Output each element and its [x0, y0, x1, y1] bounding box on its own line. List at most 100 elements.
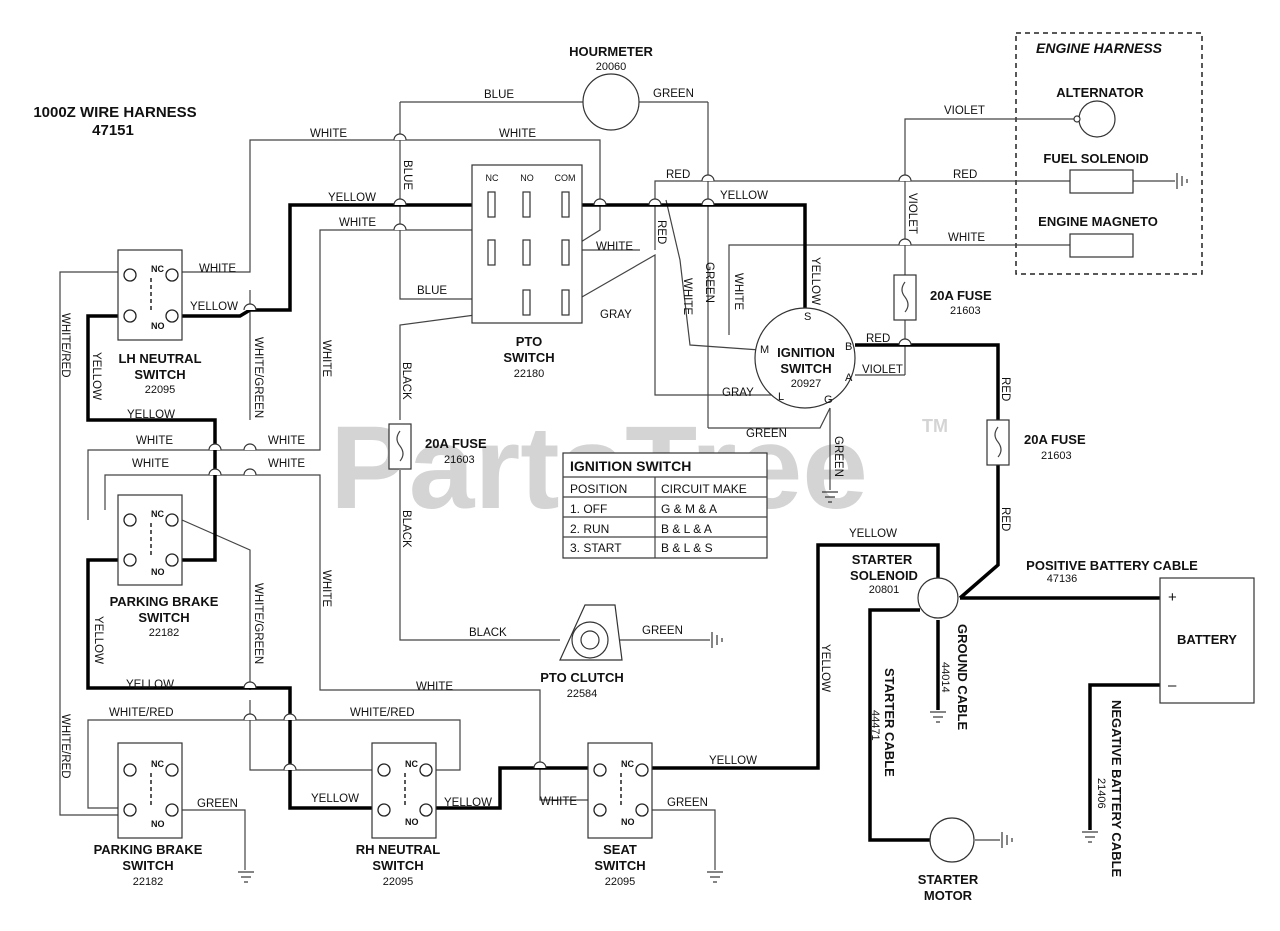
wire-label: YELLOW: [190, 301, 238, 313]
wire-label: YELLOW: [819, 644, 831, 692]
svg-text:NC: NC: [151, 264, 164, 274]
wire-label: WHITE/RED: [350, 707, 415, 719]
wire-label: RED: [999, 377, 1011, 401]
wire-label: BLUE: [417, 285, 447, 297]
rh-neutral-switch-body: [371, 742, 437, 839]
ignition-table-row2-circuit: B & L & A: [661, 522, 712, 536]
wire-label: RED: [655, 220, 667, 244]
ignition-table-row1-circuit: G & M & A: [661, 502, 717, 516]
positive-cable-part: 47136: [1047, 573, 1078, 585]
wire-label: RED: [666, 169, 690, 181]
parking-brake-bottom-part: 22182: [133, 876, 164, 888]
pto-com: COM: [555, 173, 576, 183]
wire-label: BLUE: [484, 89, 514, 101]
hourmeter-part: 20060: [596, 61, 627, 73]
wire-label: WHITE: [596, 241, 633, 253]
parking-brake-top-label2: SWITCH: [138, 610, 189, 625]
wire-label: WHITE: [136, 435, 173, 447]
wire-label: YELLOW: [720, 190, 768, 202]
wire-label: WHITE: [132, 458, 169, 470]
ign-term-g: G: [824, 394, 833, 406]
pto-switch-part: 22180: [514, 368, 545, 380]
parking-brake-bottom-label1: PARKING BRAKE: [94, 842, 203, 857]
alternator-label: ALTERNATOR: [1056, 85, 1144, 100]
fuse-mid-part: 21603: [444, 454, 475, 466]
wire-label: GREEN: [197, 798, 238, 810]
wire-label: BLACK: [400, 510, 412, 548]
fuel-solenoid-symbol: [1069, 169, 1134, 194]
hourmeter-symbol: [582, 73, 640, 131]
switch-plungers: [150, 278, 622, 806]
harness-part: 47151: [92, 122, 134, 139]
rh-neutral-label1: RH NEUTRAL: [356, 842, 441, 857]
seat-switch-body: [587, 742, 653, 839]
wire-label: WHITE: [268, 458, 305, 470]
wire-label: WHITE: [416, 681, 453, 693]
pto-no: NO: [520, 173, 534, 183]
wire-labels-vertical: BLUE RED GREEN WHITE WHITE YELLOW VIOLET…: [59, 160, 1011, 779]
wire-label: VIOLET: [906, 193, 918, 234]
wire-label: WHITE: [199, 263, 236, 275]
wire-label: WHITE: [540, 796, 577, 808]
wire-label: WHITE/GREEN: [252, 337, 264, 418]
svg-text:NC: NC: [405, 759, 418, 769]
wire-label: YELLOW: [444, 797, 492, 809]
wire-label: VIOLET: [862, 364, 903, 376]
seat-switch-label1: SEAT: [603, 842, 637, 857]
negative-cable-label: NEGATIVE BATTERY CABLE: [1109, 700, 1124, 878]
fuse-right-label: 20A FUSE: [1024, 432, 1086, 447]
lh-neutral-label2: SWITCH: [134, 367, 185, 382]
hourmeter-label: HOURMETER: [569, 44, 653, 59]
lh-neutral-label1: LH NEUTRAL: [118, 351, 201, 366]
negative-cable-part: 21406: [1095, 778, 1107, 809]
wire-labels-horizontal: BLUE GREEN WHITE WHITE YELLOW WHITE RED …: [109, 88, 985, 810]
wire-label: VIOLET: [944, 105, 985, 117]
switch-contacts: [123, 268, 649, 817]
alternator-symbol: [1078, 100, 1116, 138]
wire-label: WHITE: [320, 570, 332, 607]
ign-term-l: L: [778, 391, 784, 403]
ground-cable-label: GROUND CABLE: [955, 624, 970, 730]
ground-symbols: [238, 173, 1188, 883]
wire-label: GRAY: [600, 309, 632, 321]
rh-neutral-label2: SWITCH: [372, 858, 423, 873]
lh-neutral-part: 22095: [145, 384, 176, 396]
wire-label: RED: [953, 169, 977, 181]
wire-label: YELLOW: [127, 409, 175, 421]
engine-harness-box: [1015, 32, 1203, 275]
ign-term-b: B: [845, 341, 852, 353]
wire-label: BLACK: [469, 627, 507, 639]
starter-motor-symbol: [929, 817, 975, 863]
wire-label: WHITE: [681, 278, 693, 315]
battery-symbol: [1159, 577, 1255, 704]
pto-switch-label2: SWITCH: [503, 350, 554, 365]
pto-switch-label1: PTO: [516, 334, 543, 349]
wire-label: GREEN: [746, 428, 787, 440]
starter-solenoid-label1: STARTER: [852, 552, 913, 567]
wire-label: GREEN: [703, 262, 715, 303]
wire-label: GREEN: [653, 88, 694, 100]
wire-label: RED: [866, 333, 890, 345]
battery-label: BATTERY: [1177, 632, 1237, 647]
wire-label: WHITE: [310, 128, 347, 140]
ign-term-m: M: [760, 344, 769, 356]
wire-label: WHITE: [732, 273, 744, 310]
starter-motor-label1: STARTER: [918, 872, 979, 887]
battery-minus: –: [1168, 677, 1177, 694]
starter-solenoid-label2: SOLENOID: [850, 568, 918, 583]
ignition-table-row2-pos: 2. RUN: [570, 522, 609, 536]
starter-cable-label: STARTER CABLE: [882, 668, 897, 777]
pto-clutch-label: PTO CLUTCH: [540, 670, 624, 685]
wire-label: YELLOW: [809, 257, 821, 305]
wire-label: WHITE: [268, 435, 305, 447]
wire-label: YELLOW: [90, 352, 102, 400]
engine-magneto-symbol: [1069, 233, 1134, 258]
engine-harness-title: ENGINE HARNESS: [1036, 40, 1163, 56]
ignition-switch-label1: IGNITION: [777, 345, 835, 360]
parking-brake-bottom-label2: SWITCH: [122, 858, 173, 873]
wire-label: YELLOW: [709, 755, 757, 767]
ign-term-s: S: [804, 311, 811, 323]
wire-label: GREEN: [642, 625, 683, 637]
